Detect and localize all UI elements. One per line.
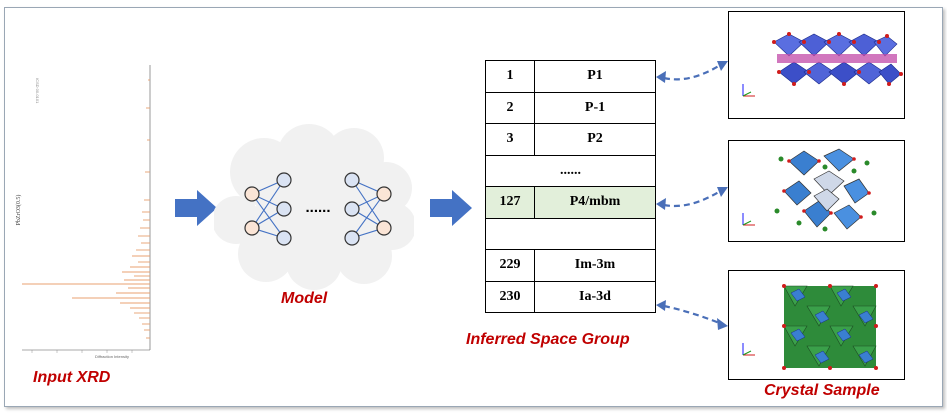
input-neuron: [244, 186, 260, 202]
sg-number: 1: [485, 60, 535, 93]
hidden-neuron: [344, 201, 360, 217]
table-row-ellipsis: ......: [485, 154, 656, 187]
hidden-neuron: [344, 172, 360, 188]
sg-number: 127: [485, 186, 535, 219]
axis-triad: [742, 84, 755, 97]
xrd-xlabel: Diffraction Intensity: [95, 354, 129, 359]
axis-triad: [742, 343, 755, 356]
model-neural-network: ......: [214, 124, 414, 290]
hidden-neuron: [276, 230, 292, 246]
flow-arrow-2: [430, 190, 472, 226]
sg-ellipsis: ......: [485, 154, 656, 187]
xrd-pattern-plot: PbZrO3(0.5) Diffraction Intensity ICSD 0…: [12, 60, 160, 360]
table-row-highlighted: 127 P4/mbm: [485, 186, 656, 219]
output-neuron: [376, 220, 392, 236]
hidden-neuron: [276, 172, 292, 188]
caption-crystal-sample: Crystal Sample: [764, 382, 880, 399]
network-ellipsis: ......: [305, 199, 330, 216]
crystal-structure-image-2: [728, 140, 905, 242]
table-row: 3 P2: [485, 123, 656, 156]
caption-input-xrd: Input XRD: [33, 369, 111, 386]
dashed-arrow-to-ia3d: [663, 304, 723, 326]
hidden-neuron: [344, 230, 360, 246]
dashed-arrow-to-p4mbm: [663, 189, 723, 208]
output-neuron: [376, 186, 392, 202]
hidden-neuron: [276, 201, 292, 217]
sg-symbol: P1: [534, 60, 656, 93]
caption-inferred-space-group: Inferred Space Group: [466, 331, 630, 348]
sg-number: 3: [485, 123, 535, 156]
dashed-arrow-to-p1: [663, 63, 723, 81]
xrd-peaks: [22, 79, 150, 339]
input-neuron: [244, 220, 260, 236]
table-row: 230 Ia-3d: [485, 280, 656, 313]
caption-model: Model: [281, 290, 328, 307]
sg-symbol: P-1: [534, 91, 656, 124]
sg-symbol: P4/mbm: [534, 186, 656, 219]
sg-symbol: P2: [534, 123, 656, 156]
table-row: 2 P-1: [485, 91, 656, 124]
table-row: 1 P1: [485, 60, 656, 93]
xrd-ylabel: PbZrO3(0.5): [15, 195, 22, 226]
crystal-structure-image-1: [728, 11, 905, 119]
sg-number: 230: [485, 280, 535, 313]
sg-number: 229: [485, 249, 535, 282]
flow-arrow-1: [175, 190, 217, 226]
sg-symbol: Ia-3d: [534, 280, 656, 313]
crystal-structure-image-3: [728, 270, 905, 380]
sg-symbol: Im-3m: [534, 249, 656, 282]
sg-empty: [485, 217, 656, 250]
table-row: 229 Im-3m: [485, 249, 656, 282]
dashed-arrows: [656, 61, 728, 330]
xrd-legend: ICSD 00-0101: [35, 78, 40, 104]
table-row-empty: [485, 217, 656, 250]
space-group-table: 1 P1 2 P-1 3 P2 ...... 127 P4/mbm 229 Im…: [485, 60, 656, 313]
axis-triad: [742, 213, 755, 226]
sg-number: 2: [485, 91, 535, 124]
